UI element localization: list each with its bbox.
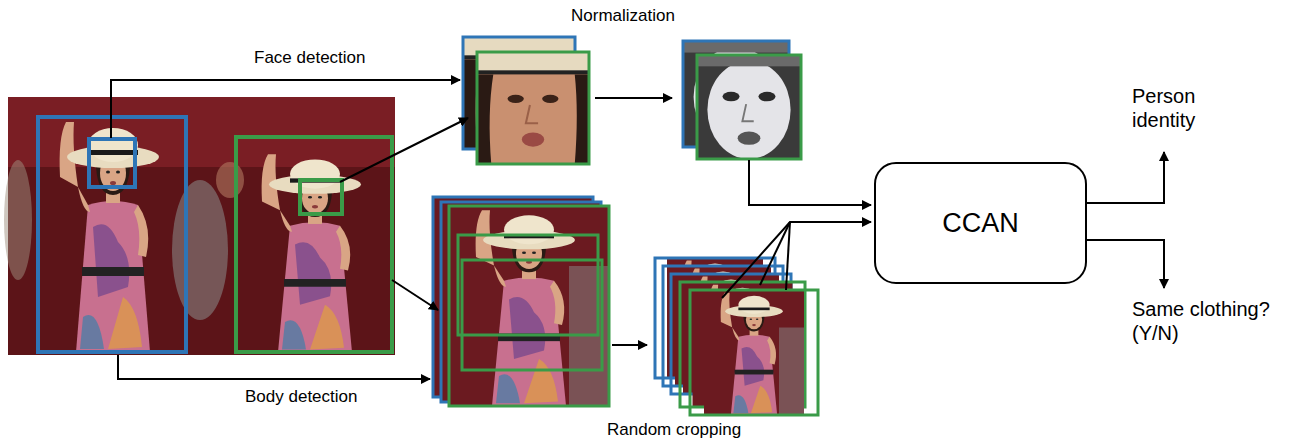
normalized-face bbox=[697, 55, 801, 159]
step-label: Face detection bbox=[254, 48, 366, 68]
photo-background bbox=[8, 97, 395, 355]
step-label: Normalization bbox=[571, 6, 675, 26]
process-box: CCAN bbox=[874, 162, 1087, 284]
step-label: Random cropping bbox=[607, 420, 741, 440]
step-label: Person identity bbox=[1132, 84, 1232, 132]
body-box bbox=[236, 137, 392, 352]
face-box bbox=[89, 139, 135, 187]
box-title: CCAN bbox=[942, 208, 1019, 239]
body-crop-stack bbox=[433, 197, 609, 406]
step-label: Body detection bbox=[245, 387, 357, 407]
body-box bbox=[38, 117, 186, 352]
step-label: Same clothing?(Y/N) bbox=[1132, 297, 1282, 345]
person-figure bbox=[60, 122, 159, 352]
face-box bbox=[300, 180, 342, 214]
person-figure bbox=[262, 154, 361, 352]
flow-arrows bbox=[111, 80, 1164, 379]
face-crop bbox=[477, 52, 589, 164]
